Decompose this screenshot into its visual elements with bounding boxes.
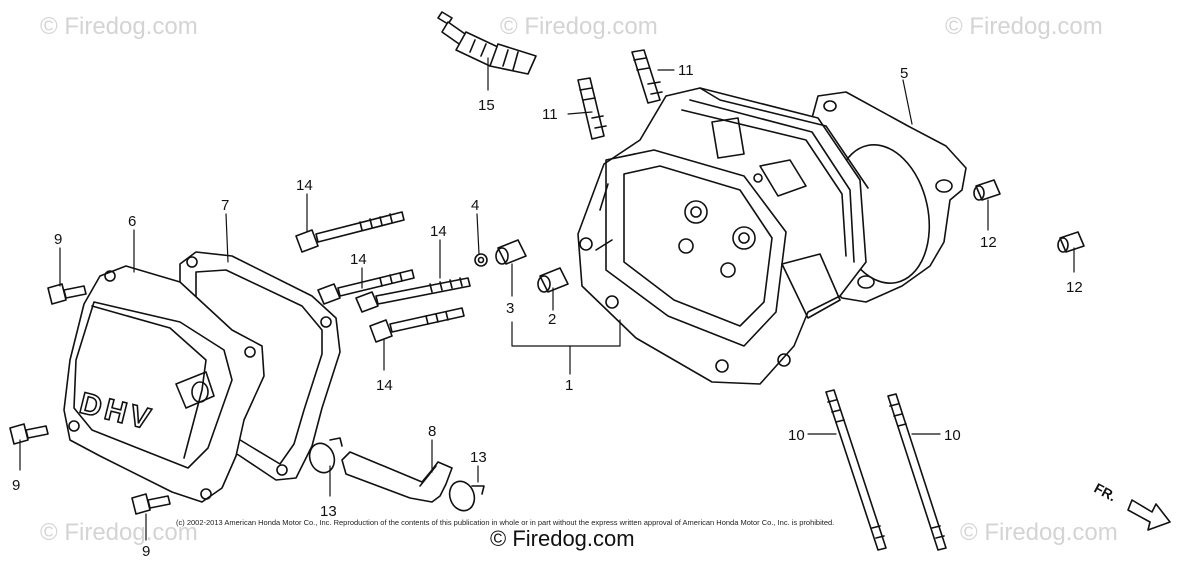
callout-7: 7 — [221, 197, 229, 214]
stud-10-a — [825, 389, 887, 551]
bolt-14-a — [295, 211, 405, 253]
stud-11-upper — [631, 49, 663, 104]
dowel-pin-12-b — [1057, 231, 1085, 253]
callout-10-a: 10 — [788, 427, 805, 444]
callouts: 15 11 11 5 12 12 4 3 2 1 14 14 14 14 7 6… — [12, 62, 1083, 560]
dowel-pin-3 — [495, 239, 527, 265]
watermark-bottom-left: © Firedog.com — [40, 519, 198, 546]
copyright-notice: (c) 2002-2013 American Honda Motor Co., … — [176, 518, 835, 527]
callout-5: 5 — [900, 65, 908, 82]
callout-1: 1 — [565, 377, 573, 394]
head-cover — [63, 265, 265, 503]
callout-10-b: 10 — [944, 427, 961, 444]
callout-4: 4 — [471, 197, 479, 214]
callout-13-b: 13 — [470, 449, 487, 466]
callout-9-a: 9 — [54, 231, 62, 248]
callout-9-c: 9 — [142, 543, 150, 560]
bolt-14-c — [355, 277, 471, 313]
stud-11-lower — [577, 77, 607, 140]
bolt-14-b — [317, 269, 415, 305]
guide-2 — [537, 267, 569, 293]
watermark-bottom-center: © Firedog.com — [490, 526, 635, 551]
cylinder-head — [577, 87, 869, 385]
watermark-top-center: © Firedog.com — [500, 13, 658, 40]
callout-14-b: 14 — [350, 251, 367, 268]
tube-clip-13-b — [448, 480, 485, 512]
dowel-pin-12-a — [973, 179, 1001, 201]
callout-14-c: 14 — [430, 223, 447, 240]
callout-13-a: 13 — [320, 503, 337, 520]
callout-9-b: 9 — [12, 477, 20, 494]
watermark-top-right: © Firedog.com — [945, 13, 1103, 40]
callout-11-lower: 11 — [542, 106, 558, 123]
bolt-14-d — [369, 307, 465, 343]
bolt-9-b — [9, 423, 49, 445]
watermarks: © Firedog.com © Firedog.com © Firedog.co… — [40, 13, 1118, 546]
leader-lines — [19, 57, 1075, 541]
callout-8: 8 — [428, 423, 436, 440]
callout-11-upper: 11 — [678, 62, 694, 79]
callout-3: 3 — [506, 300, 514, 317]
nut-4 — [474, 253, 488, 267]
callout-14-a: 14 — [296, 177, 313, 194]
watermark-top-left: © Firedog.com — [40, 13, 198, 40]
stud-10-b — [887, 393, 947, 551]
callout-12-b: 12 — [1066, 279, 1083, 296]
watermark-bottom-right: © Firedog.com — [960, 519, 1118, 546]
front-direction-arrow-icon — [1127, 499, 1171, 531]
callout-12-a: 12 — [980, 234, 997, 251]
callout-15: 15 — [478, 97, 495, 114]
bolt-9-a — [47, 283, 87, 305]
spark-plug — [437, 11, 537, 75]
callout-2: 2 — [548, 311, 556, 328]
callout-14-d: 14 — [376, 377, 393, 394]
tube-clip-13-a — [308, 437, 343, 474]
breather-tube — [341, 451, 453, 503]
bolt-9-c — [131, 493, 171, 515]
callout-6: 6 — [128, 213, 136, 230]
